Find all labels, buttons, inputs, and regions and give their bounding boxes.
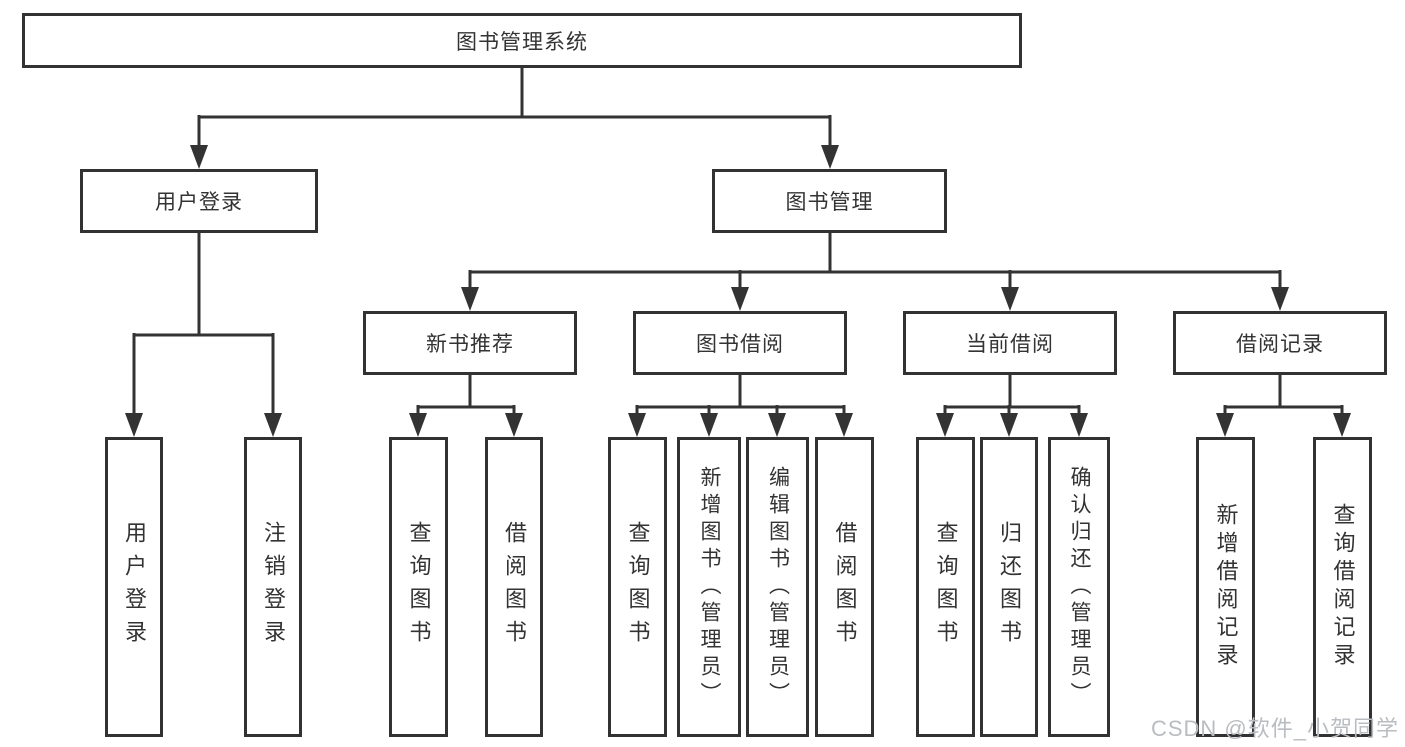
arrowhead (700, 413, 718, 437)
leaf-query-books-current: 查询图书 (916, 437, 975, 737)
arrowhead (125, 413, 143, 437)
leaf-confirm-return-admin: 确认归还（管理员） (1048, 437, 1110, 737)
arrowhead (731, 287, 749, 311)
leaf-add-borrow-record: 新增借阅记录 (1196, 437, 1255, 737)
leaf-borrow-books-recommend: 借阅图书 (485, 437, 543, 737)
arrowhead (1000, 413, 1018, 437)
arrowhead (768, 413, 786, 437)
node-borrowing-records: 借阅记录 (1173, 311, 1387, 375)
arrowhead (835, 413, 853, 437)
arrowhead (505, 413, 523, 437)
leaf-return-books: 归还图书 (980, 437, 1038, 737)
arrowhead (1001, 287, 1019, 311)
node-book-borrowing: 图书借阅 (633, 311, 847, 375)
arrowhead (461, 287, 479, 311)
leaf-query-books-borrowing: 查询图书 (608, 437, 667, 737)
arrowhead (1333, 413, 1351, 437)
leaf-user-login: 用户登录 (105, 437, 163, 737)
node-new-book-recommendation: 新书推荐 (363, 311, 577, 375)
leaf-borrow-books: 借阅图书 (815, 437, 874, 737)
arrowhead (821, 145, 839, 169)
arrowhead (264, 413, 282, 437)
node-current-borrowing: 当前借阅 (903, 311, 1117, 375)
arrowhead (936, 413, 954, 437)
arrowhead (628, 413, 646, 437)
leaf-query-books-recommend: 查询图书 (389, 437, 448, 737)
leaf-logout: 注销登录 (244, 437, 302, 737)
arrowhead (409, 413, 427, 437)
node-book-management-module: 图书管理 (712, 169, 947, 233)
arrowhead (1271, 287, 1289, 311)
node-user-login-module: 用户登录 (80, 169, 318, 233)
arrowhead (1070, 413, 1088, 437)
leaf-edit-books-admin: 编辑图书（管理员） (746, 437, 809, 737)
arrowhead (1216, 413, 1234, 437)
leaf-add-books-admin: 新增图书（管理员） (677, 437, 741, 737)
leaf-query-borrow-record: 查询借阅记录 (1313, 437, 1372, 737)
node-library-management-system: 图书管理系统 (22, 13, 1022, 68)
arrowhead (190, 145, 208, 169)
